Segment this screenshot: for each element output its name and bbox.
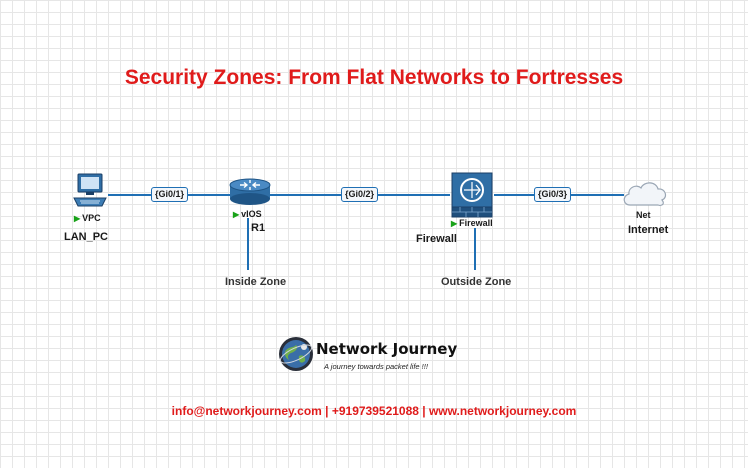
cloud-name: Internet (628, 224, 669, 236)
router-icon (229, 178, 271, 205)
node-pc[interactable] (72, 172, 108, 208)
running-icon: ▶ (451, 219, 458, 228)
router-name: R1 (251, 222, 266, 234)
inside-zone-label: Inside Zone (225, 276, 287, 288)
diagram-title: Security Zones: From Flat Networks to Fo… (124, 66, 624, 89)
router-type-label: ▶vIOS (233, 209, 262, 219)
port-label-gi01: {Gi0/1} (151, 187, 189, 202)
firewall-name: Firewall (416, 233, 457, 245)
running-icon: ▶ (74, 214, 81, 223)
node-firewall[interactable] (450, 171, 494, 219)
node-router[interactable] (228, 176, 272, 206)
computer-icon (73, 173, 107, 207)
outside-zone-label: Outside Zone (441, 276, 512, 288)
pc-name: LAN_PC (64, 231, 109, 243)
firewall-icon (451, 172, 493, 218)
port-label-gi02: {Gi0/2} (341, 187, 379, 202)
contact-info: info@networkjourney.com | +919739521088 … (171, 404, 577, 418)
running-icon: ▶ (233, 210, 240, 219)
cloud-type-label: Net (636, 210, 651, 220)
pc-type-label: ▶VPC (74, 213, 101, 223)
port-label-gi03: {Gi0/3} (534, 187, 572, 202)
outside-zone-line (474, 228, 476, 270)
logo-brand: Network Journey (316, 340, 458, 358)
logo-tagline: A journey towards packet life !!! (324, 362, 428, 371)
cloud-icon (623, 182, 667, 206)
firewall-type-label: ▶Firewall (451, 218, 493, 228)
node-cloud[interactable] (620, 178, 670, 208)
inside-zone-line (247, 218, 249, 270)
logo-globe-icon (278, 336, 314, 372)
